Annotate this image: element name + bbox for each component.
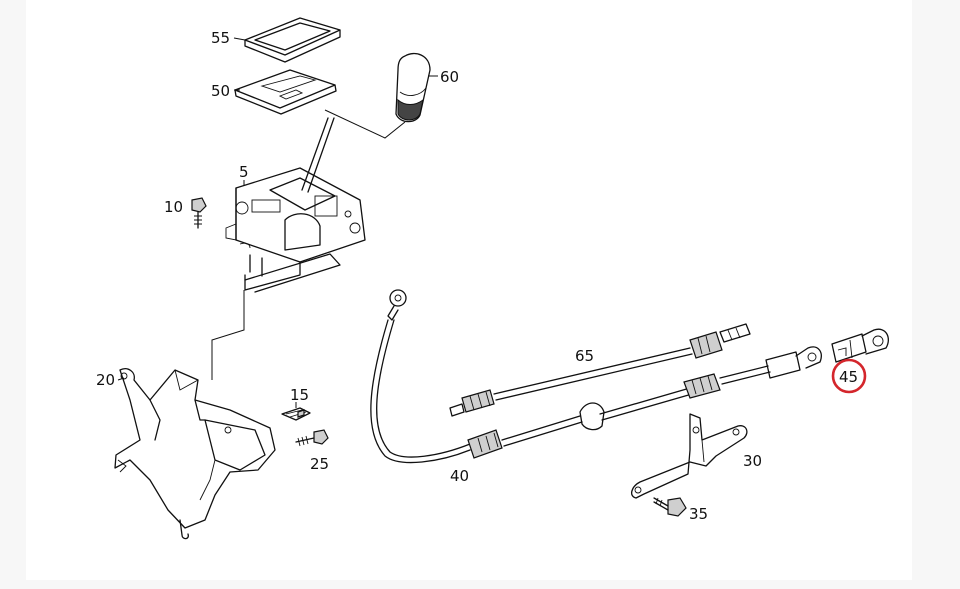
label-45: 45 bbox=[839, 368, 858, 386]
label-35: 35 bbox=[689, 505, 708, 523]
part-50-gate-plate[interactable] bbox=[234, 69, 337, 115]
part-5-shifter-assembly[interactable] bbox=[225, 117, 366, 293]
part-40-shift-cable[interactable] bbox=[370, 289, 822, 464]
part-65-selector-cable[interactable] bbox=[449, 323, 751, 417]
part-35-bolt[interactable] bbox=[653, 497, 687, 517]
label-55: 55 bbox=[211, 29, 230, 47]
label-50: 50 bbox=[211, 82, 230, 100]
label-40: 40 bbox=[450, 467, 469, 485]
diagram-canvas bbox=[26, 0, 912, 580]
label-65: 65 bbox=[575, 347, 594, 365]
label-5: 5 bbox=[239, 163, 249, 181]
part-25-bolt[interactable] bbox=[295, 429, 329, 447]
part-55-bezel[interactable] bbox=[244, 17, 341, 63]
label-20: 20 bbox=[96, 371, 115, 389]
part-15-clip[interactable] bbox=[281, 407, 311, 421]
part-10-bolt[interactable] bbox=[191, 197, 207, 229]
part-45-highlight-circle bbox=[831, 358, 867, 394]
part-30-bracket[interactable] bbox=[630, 413, 748, 499]
part-60-shift-knob[interactable] bbox=[395, 52, 431, 123]
label-15: 15 bbox=[290, 386, 309, 404]
label-25: 25 bbox=[310, 455, 329, 473]
label-10: 10 bbox=[164, 198, 183, 216]
part-45-end-fitting[interactable] bbox=[831, 328, 889, 363]
label-30: 30 bbox=[743, 452, 762, 470]
part-20-bracket[interactable] bbox=[114, 368, 276, 540]
label-60: 60 bbox=[440, 68, 459, 86]
